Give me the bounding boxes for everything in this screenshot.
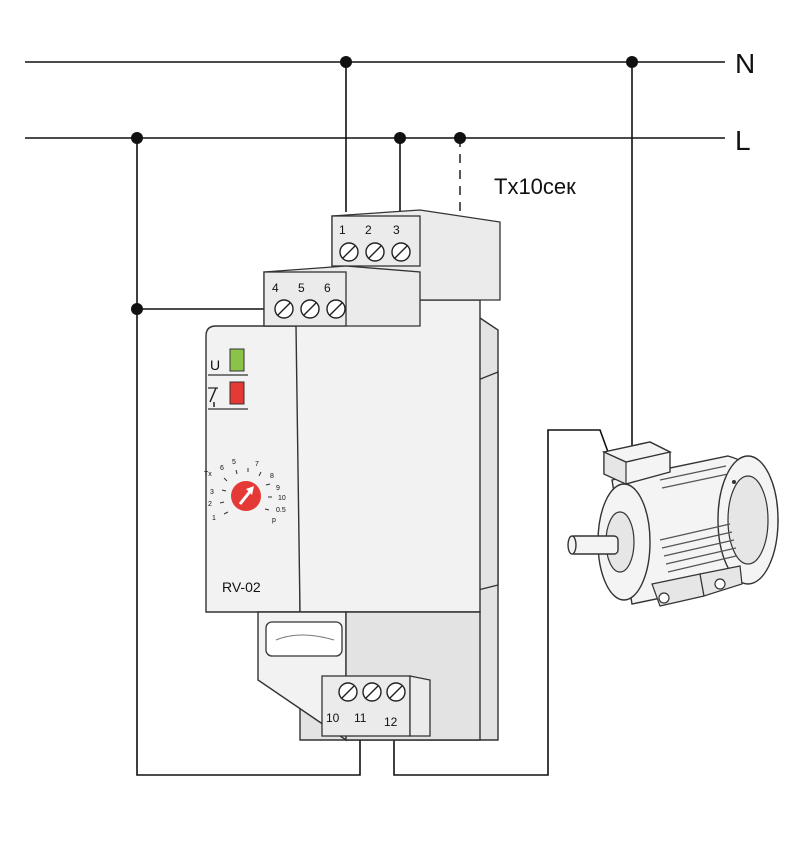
terminal-screw-1 bbox=[339, 242, 359, 262]
junction-node bbox=[340, 56, 352, 68]
dial-scale-label: 10 bbox=[278, 495, 286, 502]
time-setting-dial[interactable]: Tx 6 5 7 8 9 10 0.5 p 3 2 1 bbox=[204, 459, 286, 524]
din-latch-window bbox=[265, 621, 343, 657]
dial-scale-label: 2 bbox=[208, 501, 212, 508]
dial-scale-label: 0.5 bbox=[276, 507, 286, 514]
dial-scale-label: Tx bbox=[204, 471, 212, 478]
terminal-label: 3 bbox=[393, 223, 400, 237]
live-label: L bbox=[735, 125, 751, 156]
terminal-screw-5 bbox=[300, 299, 320, 319]
dial-pointer-arrow-icon bbox=[238, 486, 254, 505]
neutral-label: N bbox=[735, 48, 755, 79]
terminal-screw-2 bbox=[365, 242, 385, 262]
wire-l-to-terminal-11 bbox=[136, 309, 361, 776]
terminal-label: 6 bbox=[324, 281, 331, 295]
terminal-label: 10 bbox=[326, 711, 340, 725]
control-line-dashed bbox=[340, 138, 461, 310]
terminal-screw-4 bbox=[274, 299, 294, 319]
junction-node bbox=[626, 56, 638, 68]
junction-node bbox=[394, 132, 406, 144]
terminal-screw-12 bbox=[386, 682, 406, 702]
relay-contact-icon bbox=[208, 387, 218, 407]
dial-scale-label: 5 bbox=[232, 459, 236, 466]
dial-scale-label: 8 bbox=[270, 473, 274, 480]
terminal-label: 4 bbox=[272, 281, 279, 295]
terminal-screw-6 bbox=[326, 299, 346, 319]
power-indicator-label: U bbox=[210, 357, 220, 373]
junction-node bbox=[131, 303, 143, 315]
junction-node bbox=[454, 132, 466, 144]
terminal-screw-3 bbox=[391, 242, 411, 262]
relay-state-led-indicator bbox=[229, 381, 245, 405]
dial-scale-label: p bbox=[272, 517, 276, 524]
dial-scale-label: 1 bbox=[212, 515, 216, 522]
time-relay-module bbox=[205, 209, 501, 742]
terminal-label: 1 bbox=[339, 223, 346, 237]
dial-scale-label: 6 bbox=[220, 465, 224, 472]
terminal-label: 12 bbox=[384, 715, 398, 729]
terminal-label: 11 bbox=[354, 711, 367, 725]
terminal-screw-11 bbox=[362, 682, 382, 702]
motor-cooling-fins bbox=[659, 465, 737, 573]
terminal-label: 2 bbox=[365, 223, 372, 237]
terminal-screw-10 bbox=[338, 682, 358, 702]
dial-tick-marks bbox=[219, 468, 272, 515]
wire-terminal-12-to-motor bbox=[393, 429, 609, 776]
dial-scale-label: 7 bbox=[255, 461, 259, 468]
junction-node bbox=[131, 132, 143, 144]
time-setting-label: Tx10сек bbox=[494, 174, 576, 199]
wire-l-to-terminal-5 bbox=[136, 138, 284, 310]
dial-scale-label: 9 bbox=[276, 485, 280, 492]
relay-model-label: RV-02 bbox=[222, 579, 261, 595]
power-led-indicator bbox=[229, 348, 245, 372]
terminal-label: 5 bbox=[298, 281, 305, 295]
electric-motor-icon bbox=[567, 441, 779, 607]
dial-scale-label: 3 bbox=[210, 489, 214, 496]
